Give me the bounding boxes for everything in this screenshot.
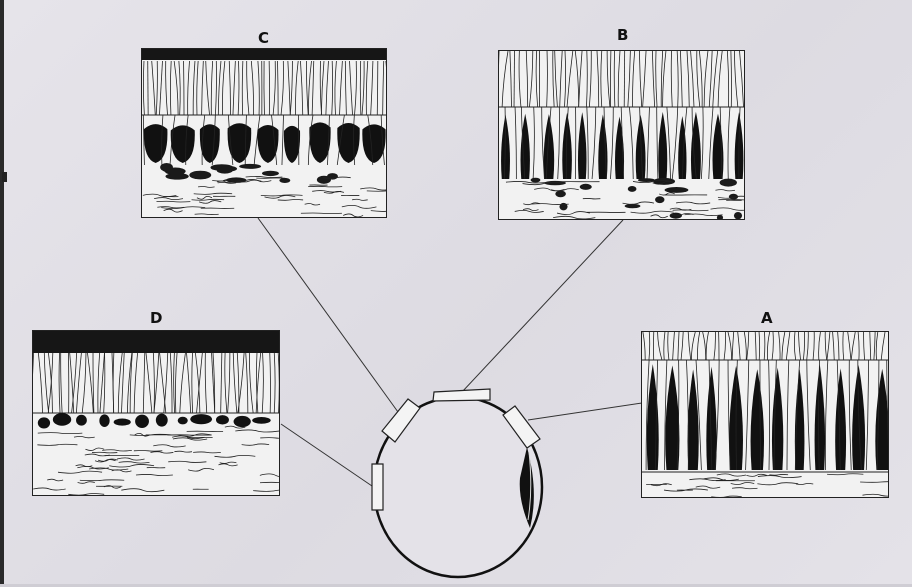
- panel-c-micrograph: [141, 48, 387, 218]
- panel-a-micrograph: [641, 331, 889, 498]
- connector-line-d: [281, 424, 372, 486]
- panel-d-micrograph: [32, 330, 280, 496]
- marker-b: [433, 389, 490, 401]
- panel-b-micrograph: [498, 50, 745, 220]
- connector-line-a: [528, 403, 642, 420]
- panel-label-d: D: [150, 309, 162, 327]
- marker-d: [372, 464, 383, 510]
- panel-label-b: B: [617, 26, 628, 44]
- connector-line-b: [462, 220, 623, 392]
- panel-label-a: A: [761, 309, 773, 327]
- panel-label-c: C: [258, 29, 269, 47]
